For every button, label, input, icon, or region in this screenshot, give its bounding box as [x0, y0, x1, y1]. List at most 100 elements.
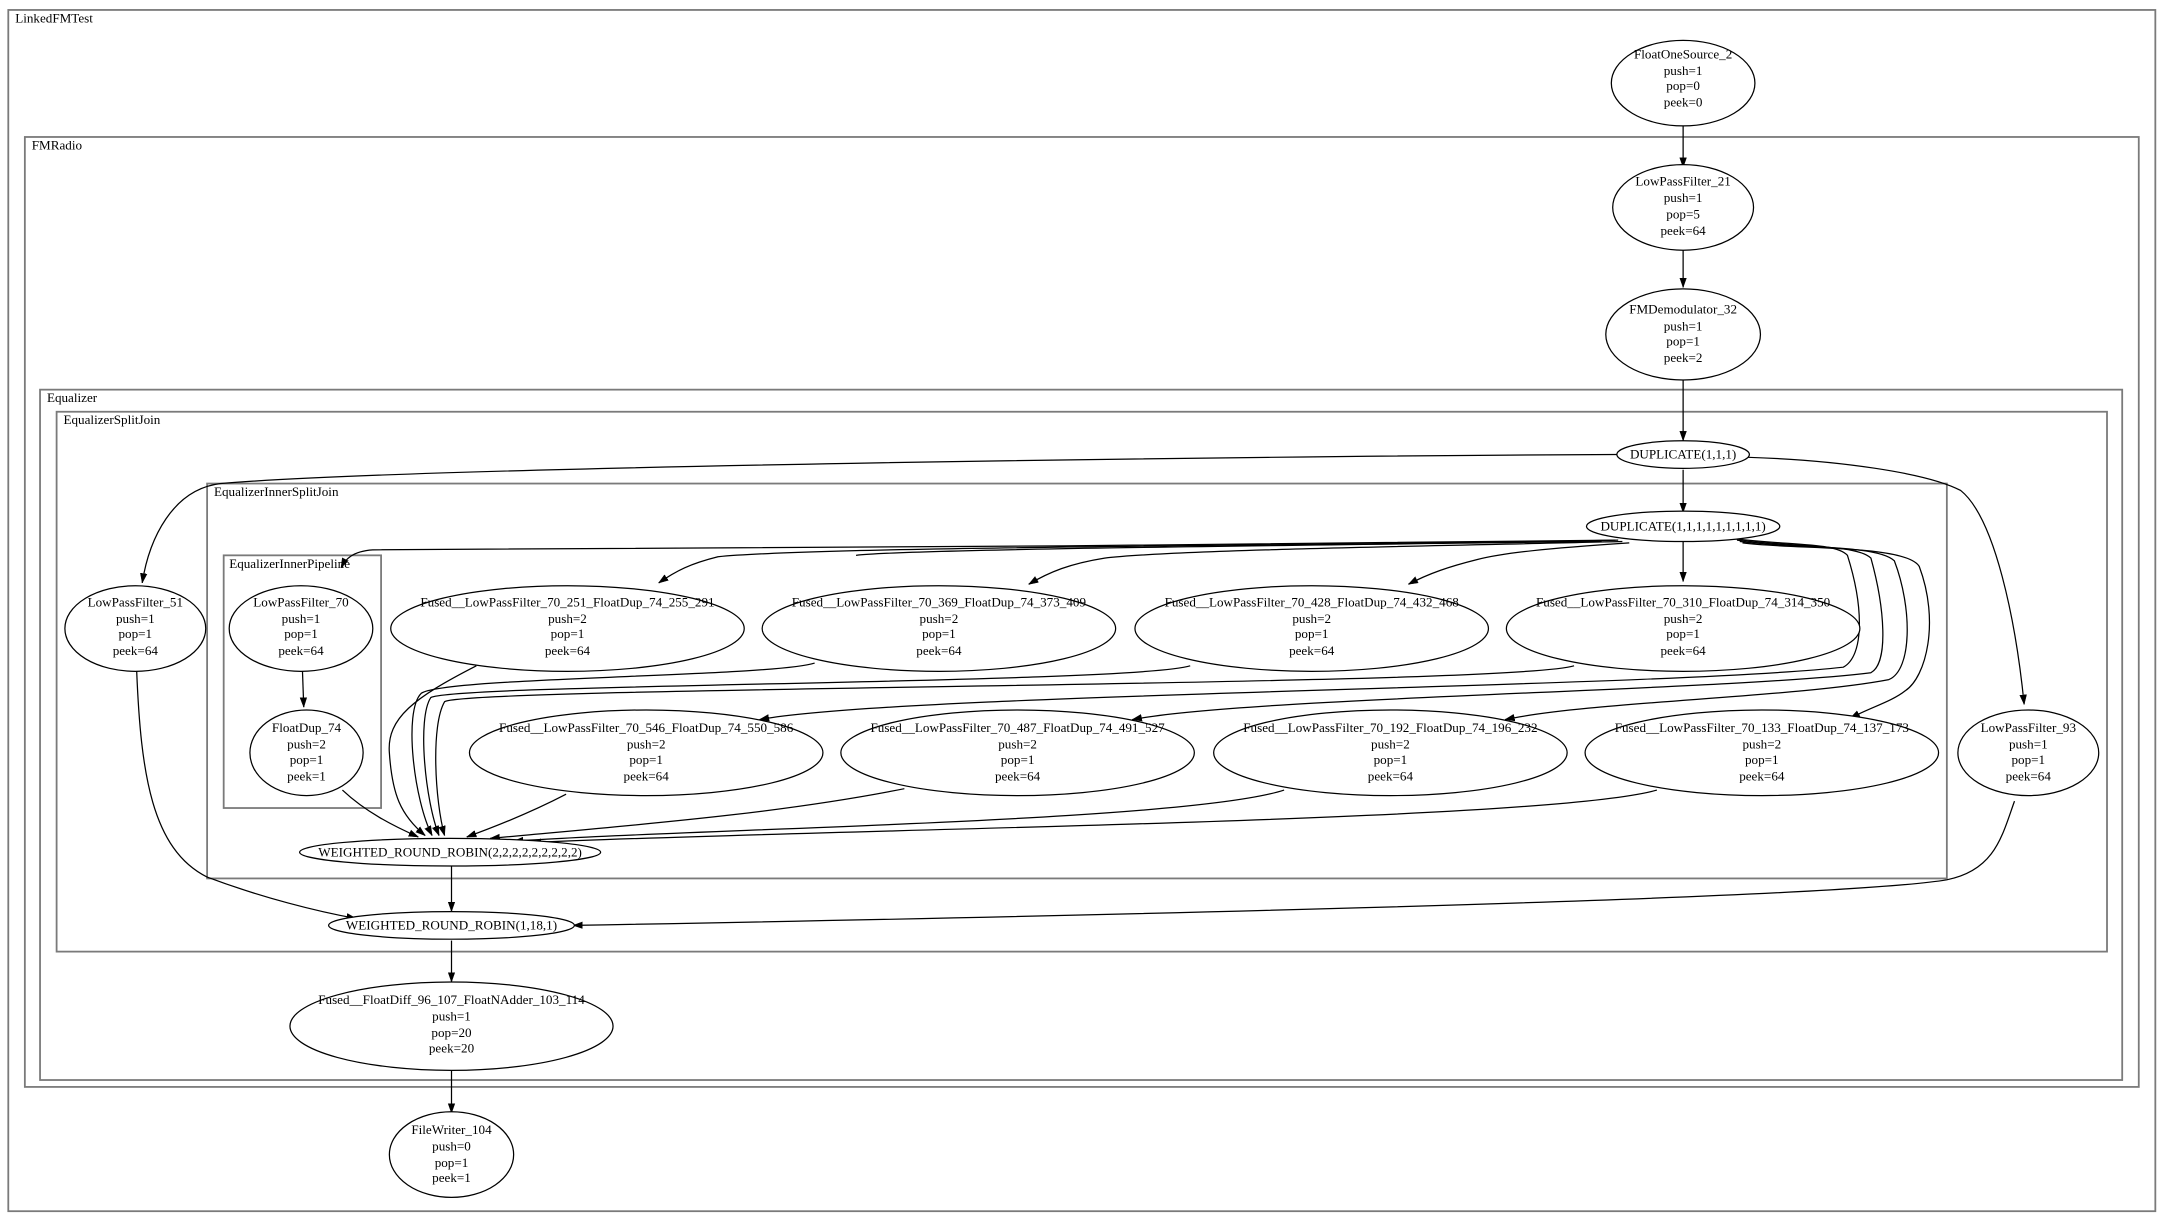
node-fused-428[interactable]: Fused__LowPassFilter_70_428_FloatDup_74_… [1134, 585, 1490, 672]
edge [340, 539, 1616, 568]
node-name: WEIGHTED_ROUND_ROBIN(1,18,1) [346, 918, 557, 933]
node-fused-float-diff[interactable]: Fused__FloatDiff_96_107_FloatNAdder_103_… [289, 981, 614, 1071]
node-peek: peek=1 [287, 768, 326, 783]
node-peek: peek=64 [1660, 223, 1706, 238]
node-name: Fused__LowPassFilter_70_251_FloatDup_74_… [420, 594, 714, 609]
node-pop: pop=1 [2011, 752, 2045, 767]
node-name: WEIGHTED_ROUND_ROBIN(2,2,2,2,2,2,2,2,2) [318, 844, 582, 859]
node-weighted-round-robin-inner[interactable]: WEIGHTED_ROUND_ROBIN(2,2,2,2,2,2,2,2,2) [298, 837, 602, 867]
cluster-label: Equalizer [47, 390, 98, 405]
node-peek: peek=1 [432, 1170, 471, 1185]
node-peek: peek=64 [1660, 643, 1706, 658]
node-push: push=1 [1664, 318, 1703, 333]
node-name: Fused__LowPassFilter_70_133_FloatDup_74_… [1615, 720, 1910, 735]
cluster-equalizer-inner-split-join: EqualizerInnerSplitJoin [206, 482, 1948, 880]
cluster-equalizer-inner-pipeline: EqualizerInnerPipeline [222, 554, 382, 809]
node-name: LowPassFilter_51 [88, 594, 183, 609]
node-pop: pop=1 [629, 752, 663, 767]
node-float-one-source[interactable]: FloatOneSource_2 push=1 pop=0 peek=0 [1610, 39, 1756, 127]
edge [388, 665, 477, 837]
node-peek: peek=64 [624, 768, 670, 783]
edge [532, 789, 1658, 842]
node-peek: peek=64 [2006, 768, 2052, 783]
node-duplicate-outer[interactable]: DUPLICATE(1,1,1) [1616, 440, 1751, 469]
node-fused-192[interactable]: Fused__LowPassFilter_70_192_FloatDup_74_… [1213, 709, 1568, 797]
node-push: push=1 [116, 611, 155, 626]
node-peek: peek=2 [1664, 350, 1703, 365]
edge [490, 788, 905, 839]
node-push: push=0 [432, 1138, 471, 1153]
node-pop: pop=5 [1666, 206, 1700, 221]
node-low-pass-filter-93[interactable]: LowPassFilter_93 push=1 pop=1 peek=64 [1957, 709, 2100, 797]
node-name: LowPassFilter_21 [1635, 173, 1730, 188]
cluster-label: LinkedFMTest [15, 10, 93, 25]
node-name: LowPassFilter_93 [1981, 720, 2077, 735]
node-name: Fused__LowPassFilter_70_310_FloatDup_74_… [1536, 594, 1831, 609]
node-peek: peek=64 [916, 643, 962, 658]
node-pop: pop=1 [922, 626, 956, 641]
node-weighted-round-robin-outer[interactable]: WEIGHTED_ROUND_ROBIN(1,18,1) [327, 910, 576, 940]
cluster-equalizer-split-join: EqualizerSplitJoin [55, 410, 2108, 953]
node-pop: pop=1 [284, 626, 318, 641]
edge [136, 671, 357, 918]
edge [423, 665, 1191, 836]
edge [1747, 456, 2024, 704]
node-fm-demodulator-32[interactable]: FMDemodulator_32 push=1 pop=1 peek=2 [1605, 288, 1762, 381]
edge [302, 668, 303, 708]
node-name: DUPLICATE(1,1,1,1,1,1,1,1,1) [1600, 518, 1765, 533]
node-duplicate-inner[interactable]: DUPLICATE(1,1,1,1,1,1,1,1,1) [1585, 510, 1781, 543]
cluster-fm-radio: FMRadio [23, 136, 2140, 1088]
node-peek: peek=64 [545, 643, 591, 658]
node-push: push=2 [548, 611, 587, 626]
node-peek: peek=0 [1664, 95, 1703, 110]
node-name: Fused__LowPassFilter_70_546_FloatDup_74_… [499, 720, 794, 735]
node-push: push=2 [1742, 737, 1781, 752]
node-push: push=2 [920, 611, 959, 626]
node-peek: peek=64 [1739, 768, 1785, 783]
edge [659, 539, 1619, 584]
node-fused-310[interactable]: Fused__LowPassFilter_70_310_FloatDup_74_… [1505, 585, 1861, 672]
node-pop: pop=1 [551, 626, 585, 641]
edge [1408, 542, 1630, 585]
node-fused-546[interactable]: Fused__LowPassFilter_70_546_FloatDup_74_… [468, 709, 824, 797]
node-name: DUPLICATE(1,1,1) [1630, 447, 1736, 462]
cluster-linked-fm-test: LinkedFMTest [7, 9, 2157, 1213]
node-push: push=2 [627, 737, 666, 752]
node-name: FloatDup_74 [272, 720, 342, 735]
node-name: LowPassFilter_70 [253, 594, 349, 609]
node-fused-133[interactable]: Fused__LowPassFilter_70_133_FloatDup_74_… [1584, 709, 1940, 797]
node-pop: pop=0 [1666, 78, 1700, 93]
node-push: push=2 [1292, 611, 1331, 626]
node-name: Fused__LowPassFilter_70_192_FloatDup_74_… [1243, 720, 1537, 735]
edge [467, 793, 567, 838]
edges [136, 124, 2024, 1114]
node-fused-251[interactable]: Fused__LowPassFilter_70_251_FloatDup_74_… [390, 585, 745, 672]
node-name: FloatOneSource_2 [1634, 46, 1732, 61]
node-name: Fused__LowPassFilter_70_487_FloatDup_74_… [870, 720, 1165, 735]
node-low-pass-filter-70[interactable]: LowPassFilter_70 push=1 pop=1 peek=64 [228, 585, 374, 672]
node-file-writer-104[interactable]: FileWriter_104 push=0 pop=1 peek=1 [388, 1111, 515, 1199]
node-fused-369[interactable]: Fused__LowPassFilter_70_369_FloatDup_74_… [761, 585, 1117, 672]
node-float-dup-74[interactable]: FloatDup_74 push=2 pop=1 peek=1 [249, 709, 364, 797]
node-push: push=1 [1664, 63, 1703, 78]
node-push: push=2 [998, 737, 1037, 752]
edge [142, 453, 1617, 583]
node-push: push=1 [432, 1009, 471, 1024]
node-peek: peek=64 [278, 643, 324, 658]
cluster-equalizer: Equalizer [39, 388, 2124, 1081]
cluster-label: EqualizerSplitJoin [64, 412, 161, 427]
node-name: Fused__FloatDiff_96_107_FloatNAdder_103_… [318, 992, 585, 1007]
node-push: push=1 [1664, 190, 1703, 205]
node-pop: pop=1 [435, 1155, 469, 1170]
edge [1029, 540, 1623, 585]
node-low-pass-filter-21[interactable]: LowPassFilter_21 push=1 pop=5 peek=64 [1612, 163, 1755, 251]
edge [341, 789, 418, 838]
node-push: push=2 [1371, 737, 1410, 752]
edge [1132, 539, 1884, 719]
node-push: push=2 [1664, 611, 1703, 626]
node-low-pass-filter-51[interactable]: LowPassFilter_51 push=1 pop=1 peek=64 [64, 585, 207, 672]
node-name: Fused__LowPassFilter_70_428_FloatDup_74_… [1165, 594, 1460, 609]
node-fused-487[interactable]: Fused__LowPassFilter_70_487_FloatDup_74_… [840, 709, 1195, 797]
node-pop: pop=1 [1295, 626, 1329, 641]
